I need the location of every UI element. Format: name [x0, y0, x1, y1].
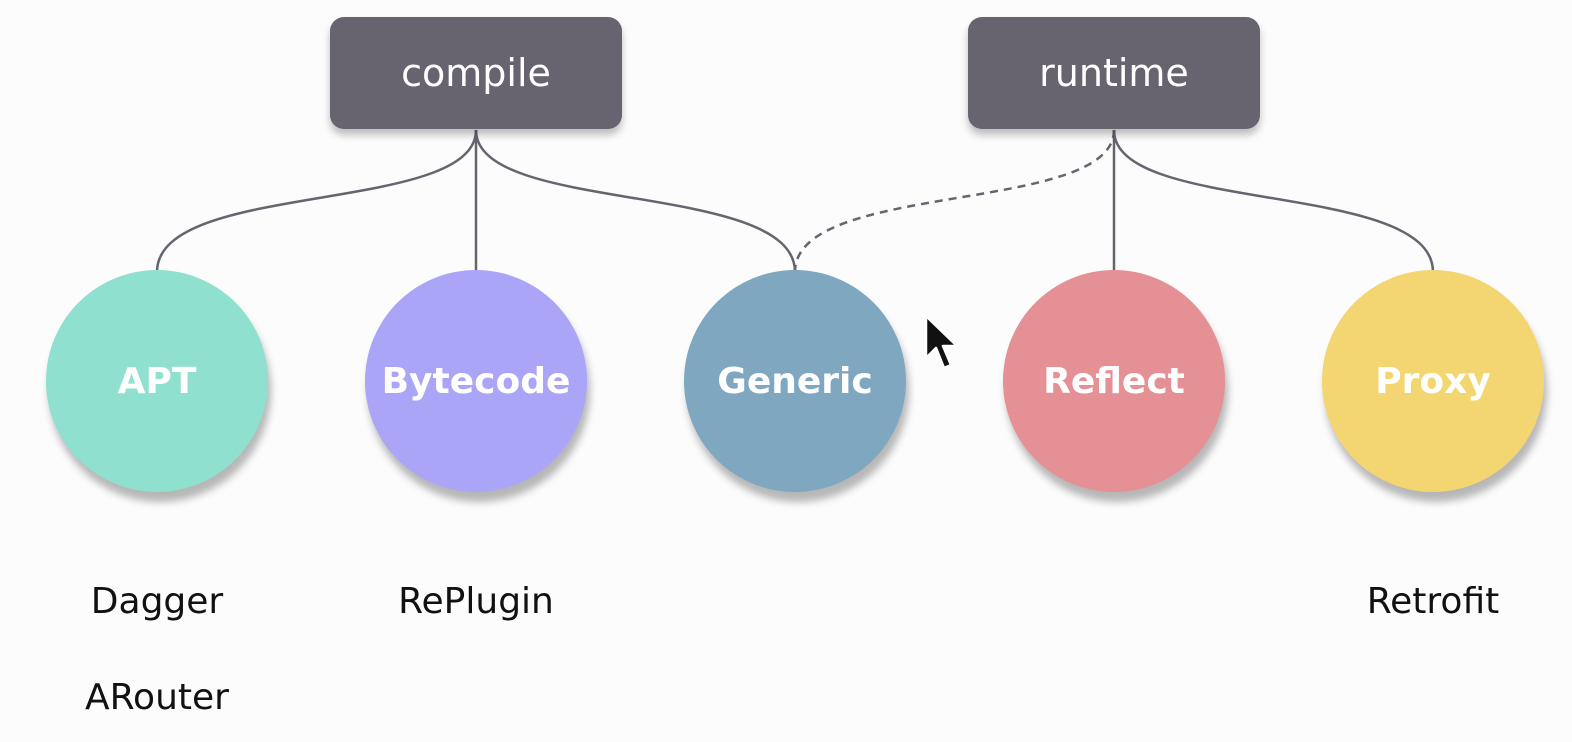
generic-label: Generic	[717, 360, 873, 402]
example-replugin: RePlugin	[398, 581, 554, 622]
edge-runtime-generic-dashed	[793, 129, 1116, 273]
apt-node: APT	[46, 270, 268, 492]
edge-compile-generic	[474, 129, 797, 273]
proxy-label: Proxy	[1375, 360, 1491, 402]
proxy-node: Proxy	[1322, 270, 1544, 492]
runtime-box: runtime	[968, 17, 1260, 129]
example-arouter: ARouter	[85, 677, 229, 718]
runtime-label: runtime	[1039, 51, 1189, 95]
generic-node: Generic	[684, 270, 906, 492]
bytecode-label: Bytecode	[381, 360, 571, 402]
apt-label: APT	[117, 360, 197, 402]
mouse-pointer-icon	[924, 314, 959, 370]
edge-runtime-proxy	[1112, 129, 1435, 273]
reflect-label: Reflect	[1043, 360, 1185, 402]
edge-compile-apt	[155, 129, 478, 273]
example-retrofit: Retrofit	[1366, 581, 1500, 622]
bytecode-node: Bytecode	[365, 270, 587, 492]
example-dagger: Dagger	[90, 581, 224, 622]
reflect-node: Reflect	[1003, 270, 1225, 492]
compile-box: compile	[330, 17, 622, 129]
compile-label: compile	[401, 51, 551, 95]
